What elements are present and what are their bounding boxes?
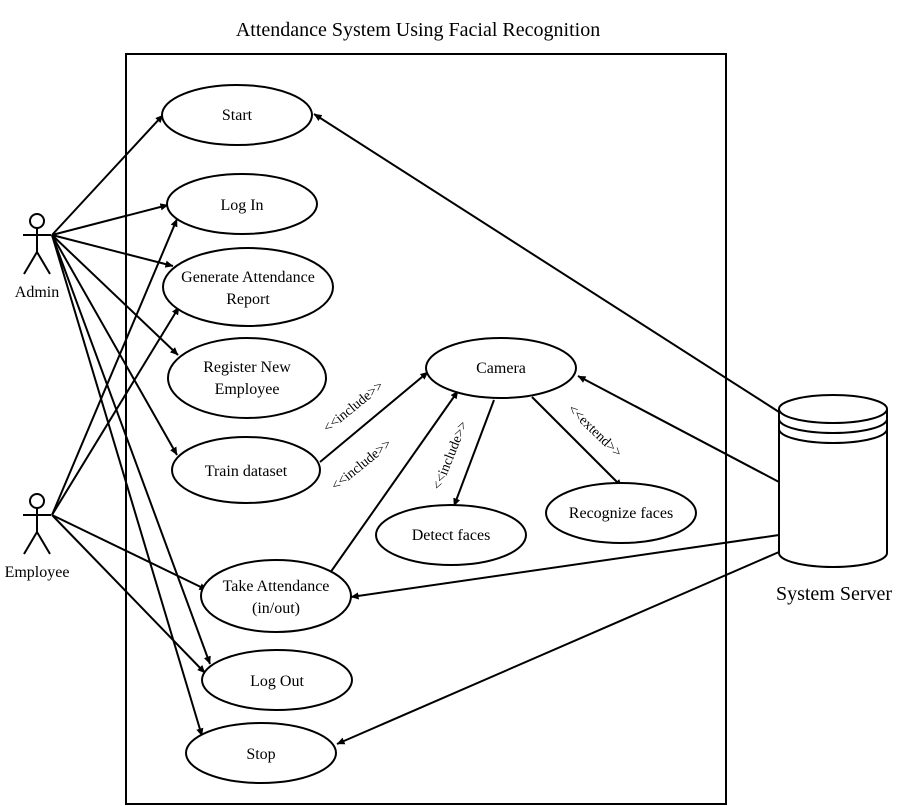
system-server-label: System Server [776,583,892,605]
use-case-camera-label: Camera [476,360,526,377]
use-case-log-in: Log In [166,173,318,235]
use-case-register-new-employee-line-1: Register New [203,359,291,376]
database-icon [778,394,888,568]
use-case-start-label: Start [222,107,253,124]
include-label-camera-detect: <<include>> [430,419,471,492]
edges [51,113,780,745]
use-case-generate-attendance-report-line-2: Report [226,291,270,308]
use-case-camera: Camera [425,337,577,399]
edge-admin-stop [51,234,204,737]
use-case-register-new-employee-line-2: Employee [215,381,280,398]
edge-employee-report [51,306,180,516]
use-case-stop-label: Stop [246,746,275,763]
use-case-take-attendance-line-1: Take Attendance [223,578,330,595]
admin-actor [23,213,51,275]
use-case-recognize-faces: Recognize faces [545,482,697,544]
use-case-log-out: Log Out [201,649,353,711]
edge-camera-detect [453,399,495,507]
use-case-log-out-label: Log Out [250,673,304,690]
edge-admin-logout [51,234,211,665]
employee-label: Employee [5,564,70,581]
use-case-detect-faces-label: Detect faces [412,527,491,544]
edge-train-camera [319,371,429,463]
edge-server-camera [577,375,780,483]
employee-actor [23,493,51,555]
use-case-generate-attendance-report: Generate Attendance Report [162,247,334,327]
use-case-train-dataset-label: Train dataset [205,463,288,480]
edge-admin-train [51,234,178,456]
use-case-detect-faces: Detect faces [375,504,527,566]
edge-employee-take [51,514,208,591]
use-case-log-in-label: Log In [220,197,263,214]
edge-server-stop [336,551,780,745]
edge-server-start [313,113,780,413]
edge-admin-start [51,114,164,236]
use-case-train-dataset: Train dataset [171,436,321,504]
system-boundary [125,53,727,805]
edge-take-camera [329,390,459,574]
admin-label: Admin [15,284,59,301]
use-case-stop: Stop [185,722,337,784]
edge-admin-login [51,203,169,236]
extend-label-camera-recognize: <<extend>> [564,402,624,461]
use-case-register-new-employee: Register New Employee [167,337,327,419]
use-case-generate-attendance-report-line-1: Generate Attendance [181,269,315,286]
edge-admin-report [51,234,174,268]
use-case-recognize-faces-label: Recognize faces [569,505,673,522]
use-case-take-attendance: Take Attendance (in/out) [200,559,352,633]
include-label-train-camera: <<include>> [321,378,387,436]
use-case-start: Start [161,84,313,146]
diagram-title: Attendance System Using Facial Recogniti… [236,19,600,41]
edge-employee-login [51,218,178,516]
edge-admin-register [51,234,179,356]
use-case-take-attendance-line-2: (in/out) [252,600,300,617]
edge-camera-recognize [531,396,623,488]
edge-server-take [350,534,780,600]
edge-employee-logout [51,514,206,674]
